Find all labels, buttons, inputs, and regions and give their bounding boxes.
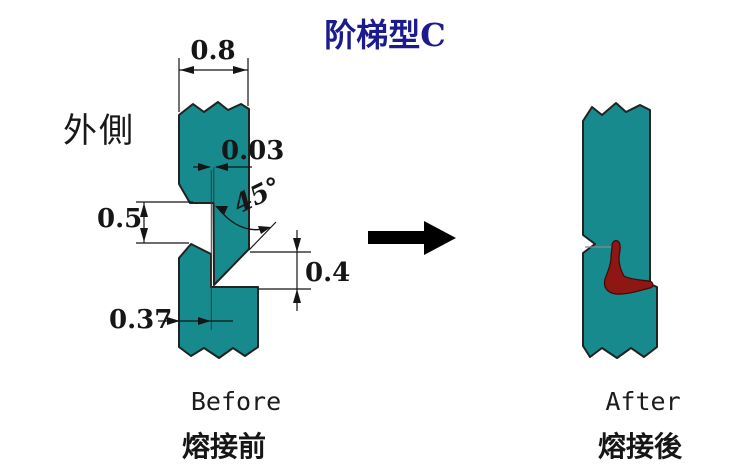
outer-side-label: 外側 <box>63 111 135 151</box>
dimension-label-horizontal-gap: 0.03 <box>221 136 285 166</box>
before-figure <box>136 58 311 359</box>
dimension-left-gap <box>136 201 193 244</box>
dimension-right-recess <box>250 230 311 311</box>
before-caption-zh: 熔接前 <box>181 430 266 463</box>
after-plate <box>582 102 658 359</box>
dimension-label-plate-width: 0.8 <box>190 36 236 66</box>
dimension-label-left-gap: 0.5 <box>97 204 143 234</box>
dimension-label-right-recess: 0.4 <box>305 258 351 288</box>
dimension-plate-width <box>178 58 249 112</box>
dimension-bevel-angle <box>215 206 277 251</box>
page-title: 阶梯型C <box>324 16 446 54</box>
weld-bead <box>603 240 654 295</box>
after-caption-en: After <box>605 387 681 416</box>
dimension-step-width <box>158 317 233 325</box>
dimension-label-step-width: 0.37 <box>109 305 173 335</box>
after-figure <box>582 102 658 359</box>
transform-arrow-icon <box>368 221 456 255</box>
before-caption-en: Before <box>190 387 282 416</box>
after-caption-zh: 熔接後 <box>597 430 682 463</box>
dimension-horizontal-gap <box>193 163 252 330</box>
